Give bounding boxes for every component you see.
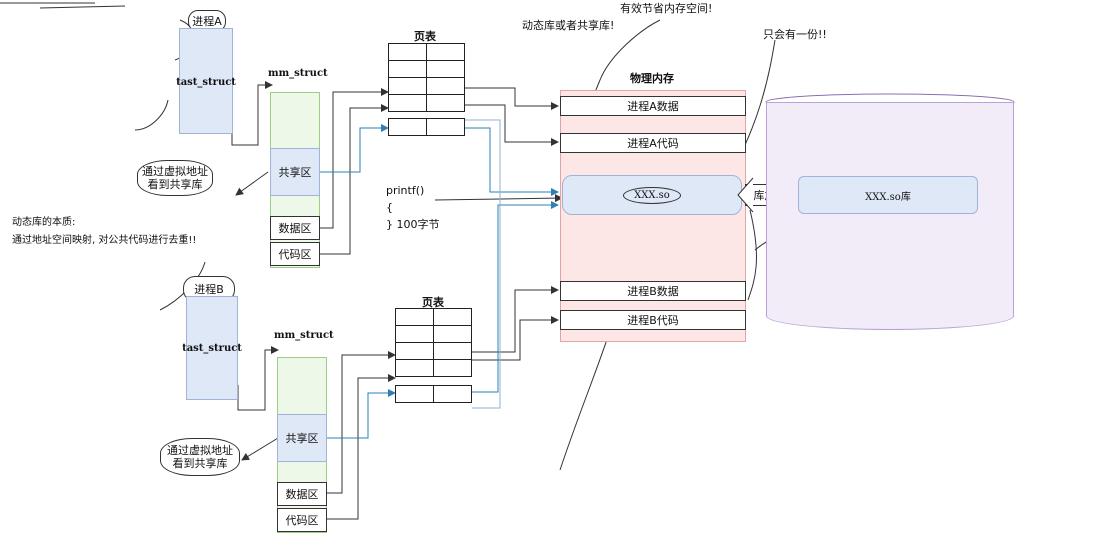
page-table-b (395, 308, 472, 404)
essence-body: 通过地址空间映射, 对公共代码进行去重!! (12, 235, 197, 246)
phys-shared-so: XXX.so (562, 175, 742, 215)
page-table-a-row (426, 94, 465, 112)
process-a-code-label: 代码区 (278, 248, 312, 261)
phys-b-data: 进程B数据 (560, 281, 746, 301)
phys-b-data-label: 进程B数据 (627, 285, 679, 298)
printf-line2: { (386, 201, 393, 214)
page-table-a-row (426, 60, 465, 78)
process-a-note-line1: 通过虚拟地址 (142, 165, 208, 178)
page-table-a-row (388, 60, 427, 78)
process-a-code-region: 代码区 (270, 242, 320, 266)
page-table-b-row (395, 359, 434, 377)
disk-so-label: XXX.so库 (865, 191, 911, 203)
process-a-note-line2: 看到共享库 (147, 178, 203, 191)
essence-title: 动态库的本质: (12, 217, 76, 228)
disk-so-library: XXX.so库 (798, 176, 978, 214)
annotation-only-one: 只会有一份!! (763, 28, 827, 41)
process-b-label: 进程B (194, 283, 224, 296)
process-a-task-struct: tast_struct (176, 28, 236, 134)
page-table-a-row (426, 43, 465, 61)
process-a-data-region: 数据区 (270, 216, 320, 240)
process-b-shared-region: 共享区 (277, 414, 327, 462)
page-table-b-shared-row (433, 385, 472, 403)
process-a-label-box: 进程A (188, 10, 226, 32)
printf-line3: } 100字节 (386, 218, 440, 231)
process-b-note-line1: 通过虚拟地址 (167, 444, 233, 457)
printf-snippet: printf() { } 100字节 (386, 182, 440, 233)
process-b-task-label: tast_struct (182, 343, 242, 354)
phys-b-code: 进程B代码 (560, 310, 746, 330)
page-table-b-row (433, 308, 472, 326)
page-table-b-row (395, 325, 434, 343)
process-a-note: 通过虚拟地址 看到共享库 (137, 160, 213, 196)
page-table-b-row (433, 342, 472, 360)
page-table-a (388, 43, 465, 138)
page-table-a-row (426, 77, 465, 95)
page-table-b-label: 页表 (422, 296, 444, 309)
page-table-a-row (388, 77, 427, 95)
process-b-code-label: 代码区 (285, 514, 319, 527)
page-table-b-row (433, 359, 472, 377)
process-b-shared-label: 共享区 (285, 432, 319, 445)
phys-a-code: 进程A代码 (560, 133, 746, 153)
phys-so-label: XXX.so (623, 186, 681, 204)
process-b-note-line2: 看到共享库 (172, 457, 228, 470)
page-table-a-row (388, 43, 427, 61)
process-b-data-region: 数据区 (277, 482, 327, 506)
page-table-b-row (433, 325, 472, 343)
disk (766, 102, 1014, 330)
process-a-data-label: 数据区 (278, 222, 312, 235)
phys-a-data-label: 进程A数据 (627, 100, 679, 113)
printf-line1: printf() (386, 184, 425, 197)
page-table-a-label: 页表 (414, 30, 436, 43)
process-b-data-label: 数据区 (285, 488, 319, 501)
process-b-task-struct: tast_struct (182, 296, 242, 400)
page-table-b-shared-row (395, 385, 434, 403)
process-a-shared-label: 共享区 (278, 166, 312, 179)
process-b-note: 通过虚拟地址 看到共享库 (160, 438, 240, 476)
process-a-shared-region: 共享区 (270, 148, 320, 196)
process-a-mm-label: mm_struct (268, 68, 328, 79)
process-b-mm-label: mm_struct (274, 330, 334, 341)
process-a-label: 进程A (192, 15, 222, 28)
physical-memory (560, 90, 746, 342)
phys-b-code-label: 进程B代码 (627, 314, 679, 327)
page-table-a-row (388, 94, 427, 112)
physical-memory-title: 物理内存 (630, 72, 674, 85)
process-b-code-region: 代码区 (277, 508, 327, 532)
process-a-task-label: tast_struct (176, 77, 236, 88)
page-table-b-row (395, 308, 434, 326)
annotation-save-memory: 有效节省内存空间! (620, 2, 713, 15)
page-table-b-row (395, 342, 434, 360)
annotation-dyn-or-shared: 动态库或者共享库! (522, 19, 615, 32)
page-table-a-shared-row (388, 118, 427, 136)
page-table-a-shared-row (426, 118, 465, 136)
phys-a-code-label: 进程A代码 (627, 137, 679, 150)
phys-a-data: 进程A数据 (560, 96, 746, 116)
